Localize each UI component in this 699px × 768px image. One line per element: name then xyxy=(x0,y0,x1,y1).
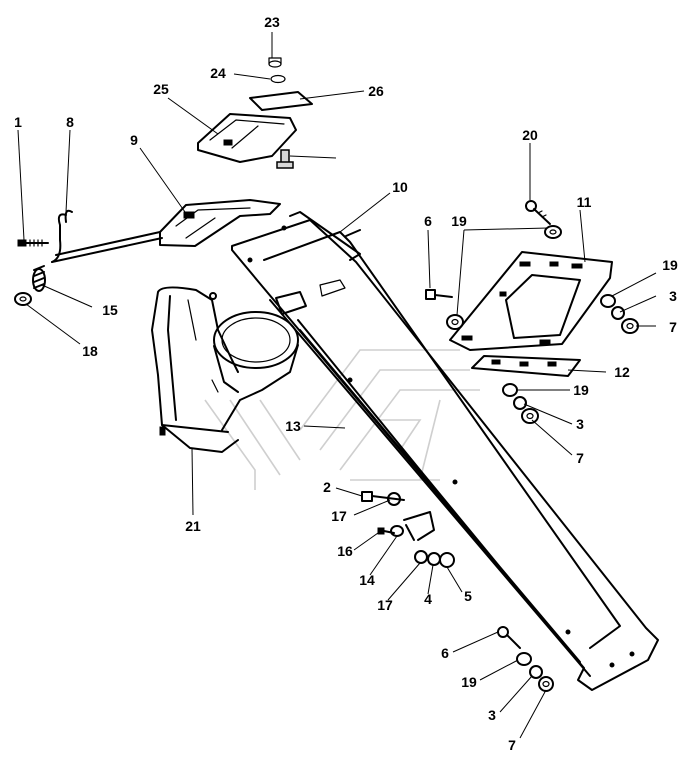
callout-14: 14 xyxy=(359,572,375,588)
callout-23: 24 xyxy=(210,65,226,81)
hardware-stack-bottom xyxy=(516,652,554,692)
part-2-bolt xyxy=(361,491,405,506)
callout-2: 2 xyxy=(323,479,331,495)
part-1-bolt xyxy=(17,239,49,247)
part-24-cover xyxy=(197,113,297,163)
part-18-washer xyxy=(14,292,32,306)
callout-4: 4 xyxy=(424,591,432,607)
part-22-nut xyxy=(268,57,282,68)
hardware-stack-middle xyxy=(502,383,539,424)
part-20-bolt xyxy=(525,200,551,225)
callout-19: 19 xyxy=(461,674,477,690)
callout-8: 8 xyxy=(66,114,74,130)
callout-6: 6 xyxy=(424,213,432,229)
part-10-frame xyxy=(231,211,659,691)
part-11-plate xyxy=(449,251,613,351)
callout-9: 9 xyxy=(130,132,138,148)
callout-12: 12 xyxy=(614,364,630,380)
callout-15: 15 xyxy=(102,302,118,318)
callout-3: 3 xyxy=(669,288,677,304)
callout-7: 7 xyxy=(576,450,584,466)
hardware-stack-lower xyxy=(414,550,455,568)
hardware-stack-right xyxy=(600,294,639,334)
callout-7: 7 xyxy=(508,737,516,753)
callout-18: 18 xyxy=(82,343,98,359)
callout-25: 26 xyxy=(368,83,384,99)
callout-13: 13 xyxy=(285,418,301,434)
part-14-washer xyxy=(390,525,404,537)
callout-10: 10 xyxy=(392,179,408,195)
callout-1: 1 xyxy=(14,114,22,130)
part-26-bolt xyxy=(276,149,294,169)
part-6-bolt-a xyxy=(425,289,453,300)
callout-17: 17 xyxy=(331,508,347,524)
part-8-lever xyxy=(51,209,163,263)
callout-3: 3 xyxy=(488,707,496,723)
callout-19: 19 xyxy=(662,257,678,273)
callout-19: 19 xyxy=(451,213,467,229)
callout-labels: 23 24 25 26 1 8 9 15 18 10 20 6 19 11 19… xyxy=(14,14,678,753)
callout-6: 6 xyxy=(441,645,449,661)
callout-7: 7 xyxy=(669,319,677,335)
leader-lines xyxy=(17,32,657,739)
callout-16: 16 xyxy=(337,543,353,559)
callout-11: 11 xyxy=(577,194,592,210)
callout-3: 3 xyxy=(576,416,584,432)
part-9-deflector xyxy=(159,199,281,247)
callout-22: 23 xyxy=(264,14,280,30)
callout-17: 17 xyxy=(377,597,393,613)
part-6-bolt-b xyxy=(497,626,521,649)
callout-5: 5 xyxy=(464,588,472,604)
callout-21: 21 xyxy=(185,518,201,534)
part-12-plate xyxy=(471,355,581,377)
part-21-chute xyxy=(151,286,299,453)
part-25-plate xyxy=(249,91,313,111)
part-15-spring xyxy=(32,265,46,292)
part-23-washer xyxy=(270,74,286,84)
bracket xyxy=(403,511,435,541)
callout-20: 20 xyxy=(522,127,538,143)
part-19-washer-b xyxy=(446,314,464,330)
callout-19: 19 xyxy=(573,382,589,398)
watermark xyxy=(204,349,480,490)
part-19-washer-a xyxy=(544,225,562,239)
callout-24: 25 xyxy=(153,81,169,97)
